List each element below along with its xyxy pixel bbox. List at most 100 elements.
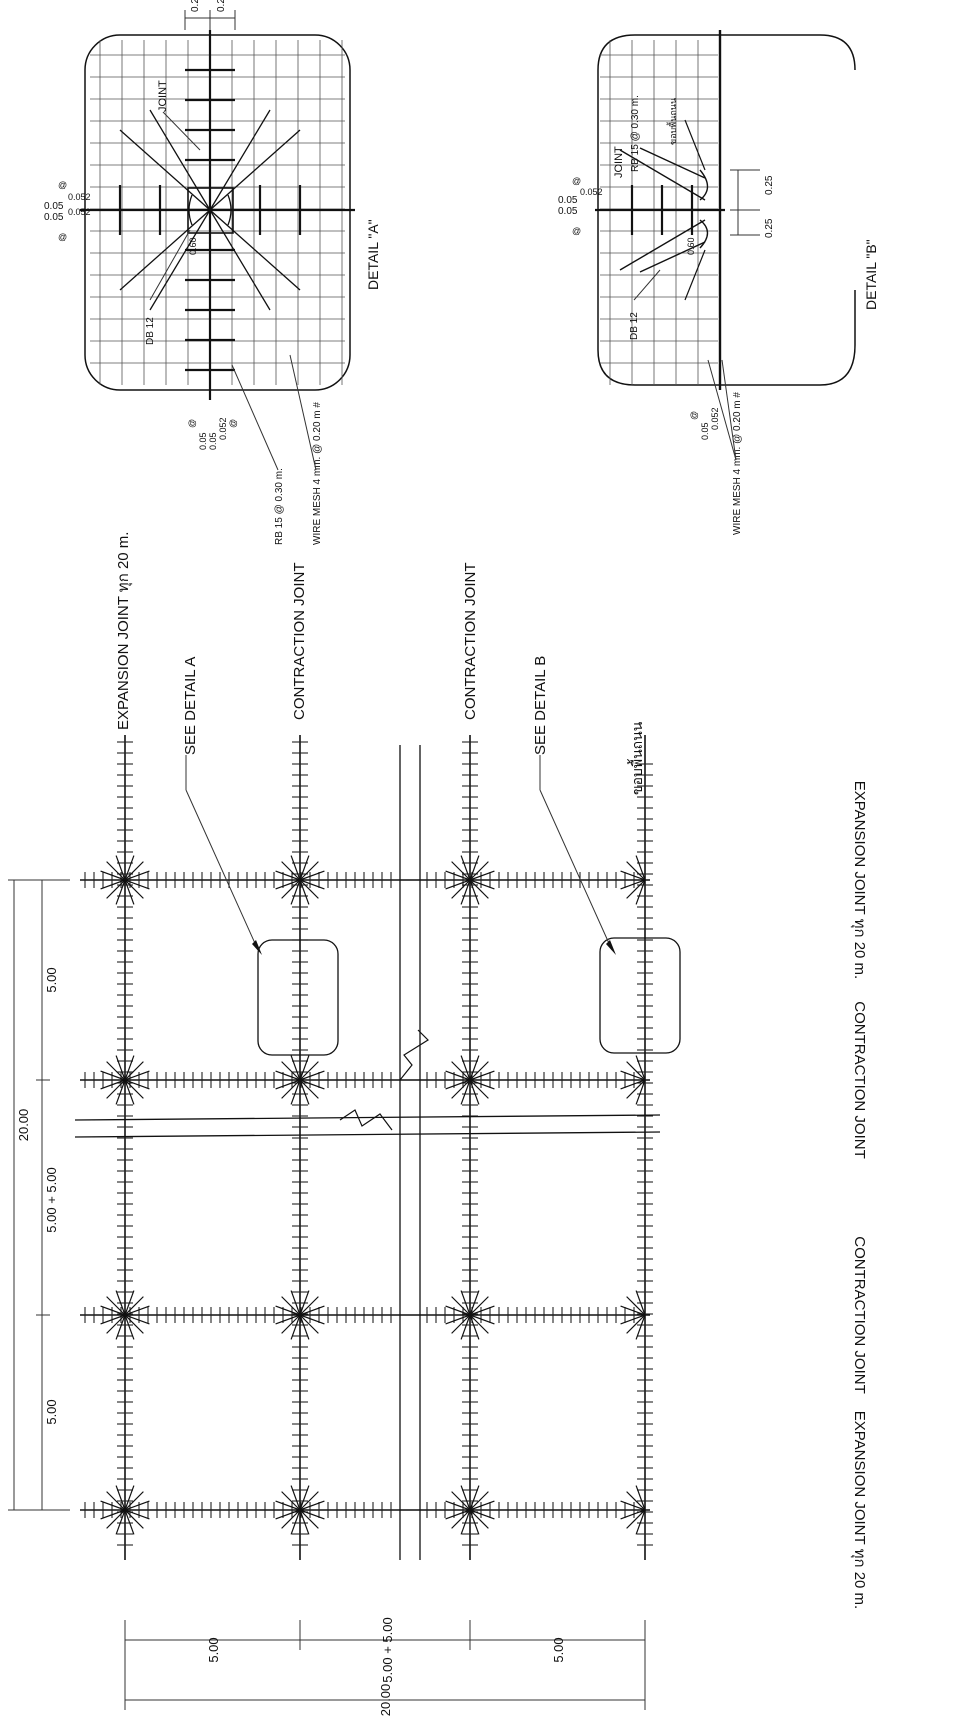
burst-bar xyxy=(460,1079,471,1105)
burst-bar xyxy=(460,879,471,905)
detail-b-dowels xyxy=(630,185,694,235)
detail-b-dim-bot-1: 0.05 xyxy=(700,422,710,440)
burst-bar xyxy=(460,855,471,881)
label-see-detail-a: SEE DETAIL A xyxy=(182,657,199,755)
burst-bar xyxy=(626,861,646,881)
burst-bar xyxy=(635,855,646,881)
burst-bar xyxy=(635,1079,646,1105)
dowel-bars xyxy=(84,741,653,1546)
burst-bar xyxy=(106,1491,126,1511)
burst-bar xyxy=(299,1314,319,1334)
burst-bar xyxy=(124,855,135,881)
tie-bar xyxy=(209,209,271,311)
burst-bar xyxy=(290,1314,301,1340)
burst-bar xyxy=(299,1500,325,1511)
burst-bar xyxy=(299,1296,319,1316)
burst-bar xyxy=(469,879,480,905)
detail-b-dim-left-3: 0.052 xyxy=(580,187,603,197)
burst-bar xyxy=(469,879,489,899)
burst-bar xyxy=(620,1509,646,1520)
burst-bar xyxy=(451,861,471,881)
detail-a-at-1: @ xyxy=(58,180,67,190)
detail-b-title: DETAIL "B" xyxy=(863,239,879,310)
burst-bar xyxy=(299,1314,310,1340)
burst-bar xyxy=(124,879,144,899)
detail-a-wire-mesh-grid xyxy=(90,40,345,385)
burst-bar xyxy=(445,870,471,881)
detail-b-dim-left-2: 0.05 xyxy=(558,206,578,217)
dim-bottom-seg3: 5.00 xyxy=(551,1637,566,1662)
break-band-vertical xyxy=(399,745,429,1560)
burst-bar xyxy=(620,1070,646,1081)
burst-bar xyxy=(460,1290,471,1316)
burst-bar xyxy=(100,1079,126,1090)
detail-b-callout-box xyxy=(599,937,681,1054)
burst-bar xyxy=(115,1314,126,1340)
label-contraction-joint-bottom-1: CONTRACTION JOINT xyxy=(851,1001,868,1159)
tie-bar-bursts xyxy=(100,855,646,1535)
burst-bar xyxy=(275,1079,301,1090)
burst-bar xyxy=(469,1509,480,1535)
detail-b-wire-label: WIRE MESH 4 mm. @ 0.20 m # xyxy=(732,392,743,535)
detail-a-at-3: @ xyxy=(187,419,197,428)
burst-bar xyxy=(445,879,471,890)
burst-bar xyxy=(620,870,646,881)
burst-bar xyxy=(115,879,126,905)
detail-b-leader xyxy=(539,789,613,951)
label-expansion-joint-bottom-1: EXPANSION JOINT ทุก 20 m. xyxy=(850,781,868,979)
burst-bar xyxy=(469,1305,495,1316)
burst-bar xyxy=(115,855,126,881)
burst-bar xyxy=(299,879,319,899)
dim-bottom-total: 20.00 xyxy=(378,1684,393,1717)
burst-bar xyxy=(106,861,126,881)
burst-bar xyxy=(115,1509,126,1535)
break-band-horizontal xyxy=(74,1109,661,1138)
detail-b-at-3: @ xyxy=(689,411,699,420)
burst-bar xyxy=(275,879,301,890)
burst-bar xyxy=(469,1296,489,1316)
burst-bar xyxy=(281,1296,301,1316)
label-pavement-edge: ขอบพื้นถนน xyxy=(627,721,645,795)
burst-bar xyxy=(469,1055,480,1081)
burst-bar xyxy=(124,1305,150,1316)
detail-b-wire-mesh-grid xyxy=(600,40,718,385)
burst-bar xyxy=(115,1290,126,1316)
detail-b-dim-1: 0.25 xyxy=(764,175,775,195)
burst-bar xyxy=(124,1509,150,1520)
burst-bar xyxy=(275,1509,301,1520)
burst-bar xyxy=(124,879,135,905)
burst-bar xyxy=(124,1491,144,1511)
burst-bar xyxy=(281,1509,301,1529)
burst-bar xyxy=(299,1055,310,1081)
burst-bar xyxy=(299,870,325,881)
burst-bar xyxy=(469,1491,489,1511)
burst-bar xyxy=(299,861,319,881)
burst-bar xyxy=(290,1290,301,1316)
burst-bar xyxy=(460,1509,471,1535)
detail-a-angle-label: 0.60 xyxy=(188,237,198,255)
burst-bar xyxy=(469,1509,495,1520)
detail-b-joint-label: JOINT xyxy=(613,146,625,178)
burst-bar xyxy=(124,1070,150,1081)
burst-bar xyxy=(100,1305,126,1316)
burst-bar xyxy=(299,1061,319,1081)
burst-bar xyxy=(451,1314,471,1334)
burst-bar xyxy=(299,879,325,890)
dim-left-seg1: 5.00 xyxy=(44,967,59,992)
label-contraction-joint-top-2: CONTRACTION JOINT xyxy=(462,563,479,721)
burst-bar xyxy=(451,1509,471,1529)
burst-bar xyxy=(290,855,301,881)
burst-bar xyxy=(281,1061,301,1081)
burst-bar xyxy=(626,1509,646,1529)
burst-bar xyxy=(290,1079,301,1105)
dimension-chain-bottom: 5.00 5.00 + 5.00 5.00 20.00 xyxy=(124,1617,646,1717)
burst-bar xyxy=(299,1305,325,1316)
burst-bar xyxy=(626,1061,646,1081)
burst-bar xyxy=(469,855,480,881)
tie-bar xyxy=(149,109,211,211)
burst-bar xyxy=(445,1509,471,1520)
burst-bar xyxy=(281,861,301,881)
burst-bar xyxy=(469,1314,495,1325)
detail-a-joint-label: JOINT xyxy=(157,80,169,112)
burst-bar xyxy=(469,1079,480,1105)
